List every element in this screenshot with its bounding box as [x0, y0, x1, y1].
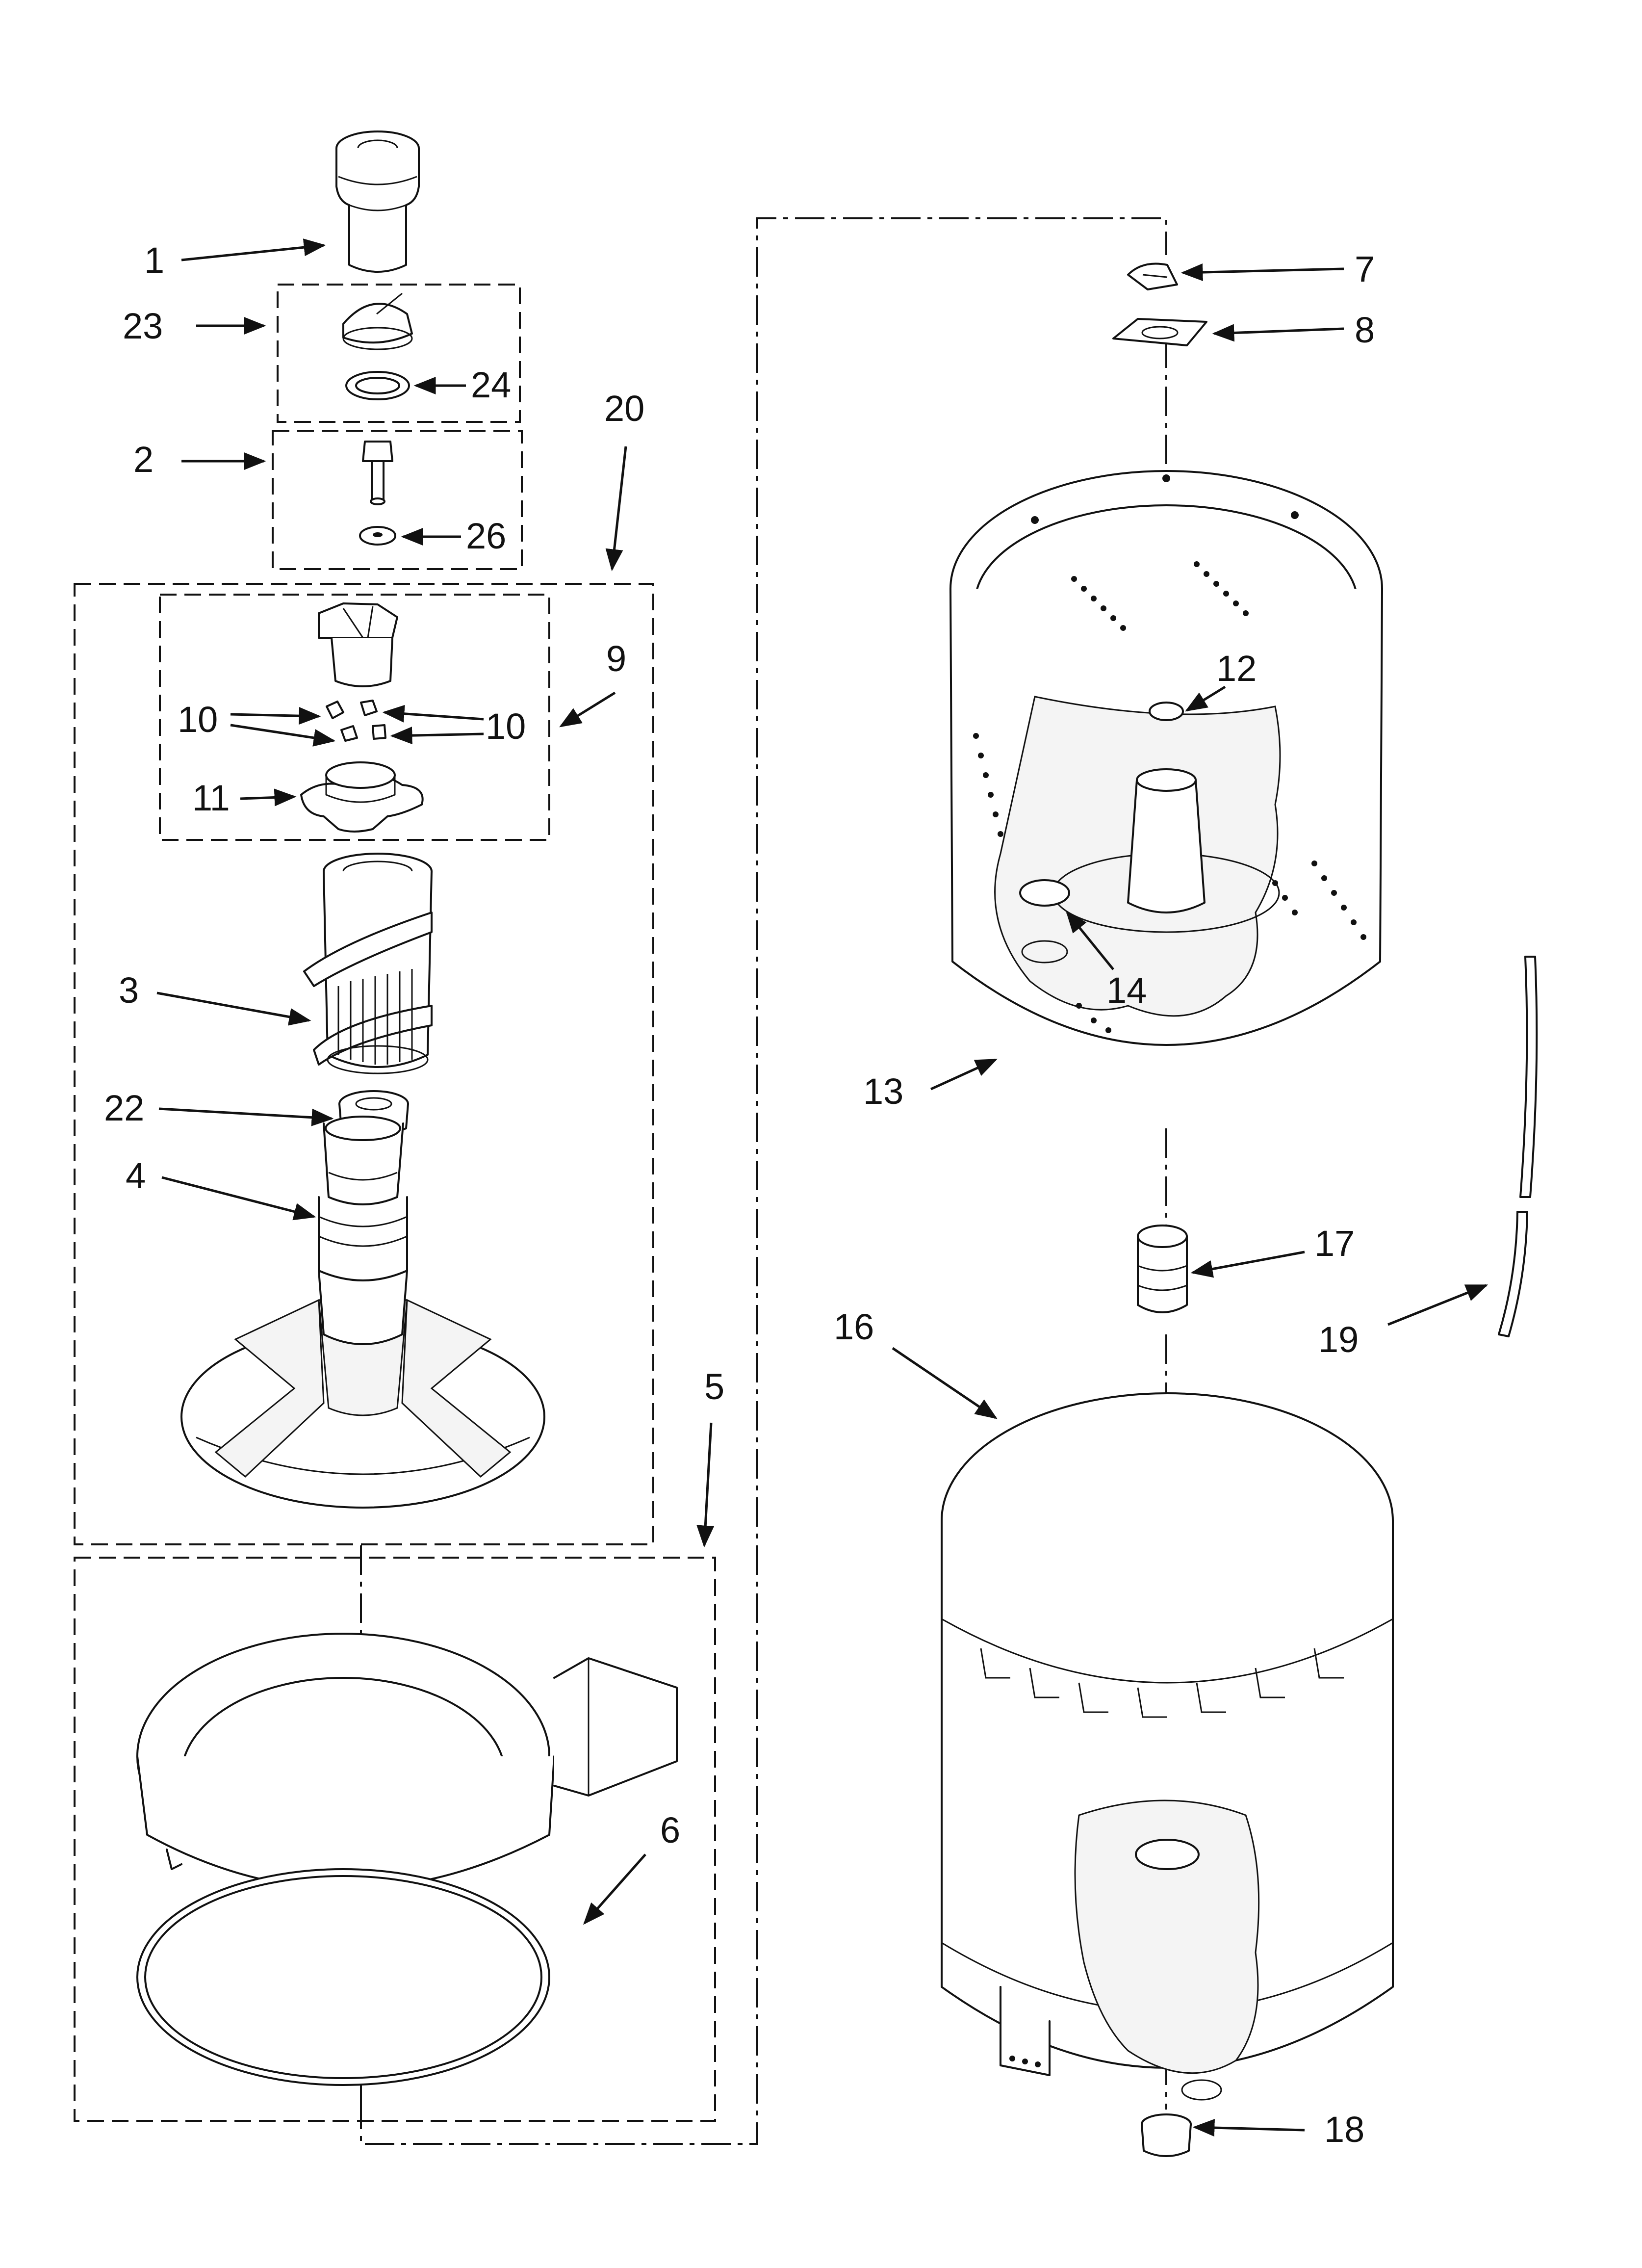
callout-26: 26: [466, 516, 506, 556]
part-agitator-base: [180, 1116, 545, 1509]
part-agitator-barrel: [303, 853, 433, 1074]
callout-19: 19: [1318, 1319, 1359, 1360]
callout-13: 13: [863, 1071, 903, 1112]
callout-4: 4: [126, 1155, 146, 1196]
part-o-ring: [345, 371, 410, 400]
callout-2: 2: [133, 439, 154, 480]
callout-3: 3: [119, 970, 139, 1011]
part-dispenser-cup: [335, 130, 420, 273]
callout-16: 16: [834, 1306, 874, 1347]
part-cam-guide: [300, 761, 424, 833]
box-bolt-kit: [272, 430, 523, 570]
callout-20: 20: [604, 388, 644, 429]
callout-10-left: 10: [178, 699, 218, 740]
part-bolt: [362, 441, 393, 505]
callout-18: 18: [1324, 2109, 1364, 2150]
callout-6: 6: [660, 1810, 680, 1851]
box-agitator-assembly: [74, 583, 654, 1545]
assembly-boxes: [74, 284, 716, 2122]
callout-8: 8: [1355, 310, 1375, 350]
callout-12: 12: [1216, 648, 1257, 689]
callout-10-right: 10: [486, 706, 526, 747]
callout-17: 17: [1314, 1223, 1355, 1264]
box-cap-assembly: [277, 284, 521, 423]
callout-14: 14: [1106, 970, 1147, 1011]
box-tub-ring-kit: [74, 1557, 716, 2122]
part-agitator-cap: [342, 292, 413, 350]
callout-24: 24: [471, 365, 511, 405]
part-washer: [359, 526, 396, 546]
part-outer-tub: [941, 1392, 1394, 2101]
part-clip: [1127, 262, 1178, 290]
part-hose: [1498, 956, 1538, 1337]
callout-1: 1: [144, 240, 164, 281]
callout-9: 9: [606, 638, 626, 679]
callout-11: 11: [192, 778, 230, 818]
part-tub-ring: [136, 1633, 678, 2086]
callout-labels: 1 23 24 2 26 20 9 10 10 11 3 22 4 5 6 7 …: [104, 240, 1375, 2150]
callout-22: 22: [104, 1088, 144, 1128]
callout-7: 7: [1355, 249, 1375, 289]
part-bushing: [1137, 1225, 1188, 1313]
part-drain-plug: [1141, 2113, 1192, 2157]
callout-23: 23: [123, 306, 163, 346]
part-hub-nut: [1112, 318, 1207, 346]
part-spin-basket: [949, 470, 1383, 1046]
part-drive-cam: [318, 602, 398, 687]
leader-arrows: [156, 238, 1488, 2137]
callout-5: 5: [704, 1366, 724, 1407]
part-dogs: [326, 700, 386, 742]
